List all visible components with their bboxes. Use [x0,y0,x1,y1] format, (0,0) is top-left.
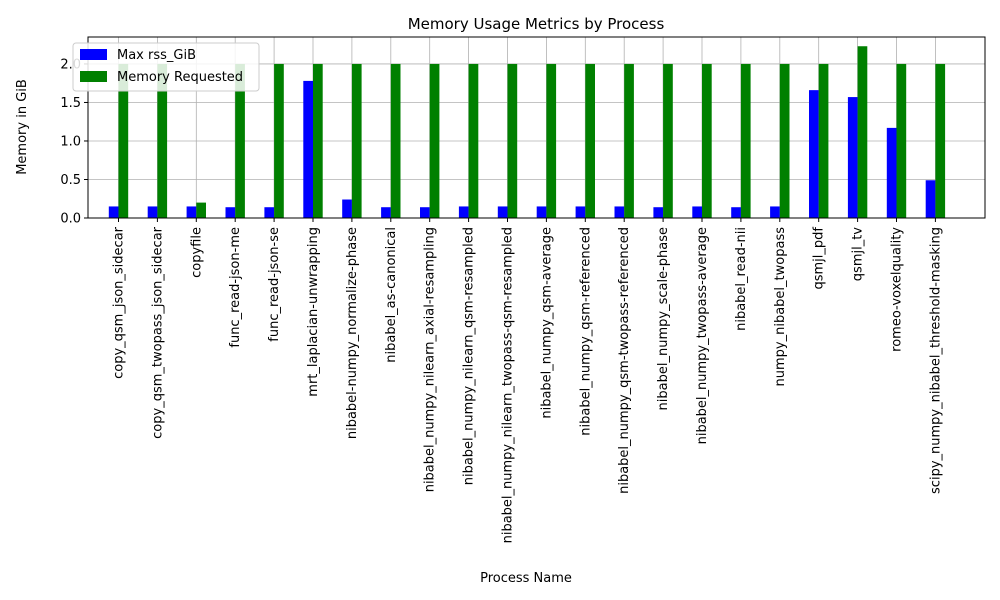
bar-max-rss [225,207,236,218]
bar-memory-requested [585,63,595,219]
bar-memory-requested [390,63,401,219]
bars [108,46,946,219]
legend-box [72,42,260,92]
chart-title: Memory Usage Metrics by Process [408,15,665,33]
bar-max-rss [692,206,702,218]
bar-memory-requested [118,63,129,219]
x-axis-label: Process Name [480,571,572,586]
bar-max-rss [342,199,352,218]
bar-memory-requested [896,63,907,219]
y-tick-label: 0.5 [60,173,81,188]
x-tick-label: func_read-json-se [267,227,282,342]
bar-memory-requested [507,63,518,219]
x-axis: copy_qsm_json_sidecar copy_qsm_twopass_js… [112,218,943,543]
x-tick-label: nibabel-numpy_normalize-phase [345,227,360,439]
bar-memory-requested [429,63,440,219]
bar-max-rss [497,206,508,218]
bar-max-rss [536,206,547,218]
legend-label-memory-requested: Memory Requested [117,70,243,85]
bar-memory-requested [235,63,245,219]
bar-max-rss [420,207,430,218]
x-tick-label: nibabel_numpy_nilearn_twopass-qsm-resamp… [501,227,516,543]
bar-memory-requested [779,63,790,219]
bar-max-rss [886,127,897,218]
y-tick-label: 1.5 [60,96,81,111]
legend-label-max-rss: Max rss_GiB [117,48,196,63]
bar-max-rss [303,80,313,218]
bar-max-rss [731,207,741,218]
x-tick-label: nibabel_numpy_twopass-average [695,227,710,444]
bar-memory-requested [663,63,673,219]
bar-memory-requested [624,63,634,219]
bar-memory-requested [468,63,479,219]
legend: Max rss_GiB Memory Requested [72,42,260,92]
bar-max-rss [108,206,119,218]
bar-memory-requested [313,63,323,219]
bar-memory-requested [546,63,557,219]
x-tick-label: qsmjl_tv [851,227,866,282]
bar-max-rss [847,97,858,218]
bar-memory-requested [740,63,751,219]
x-tick-label: copy_qsm_json_sidecar [112,226,127,379]
x-tick-label: qsmjl_pdf [812,227,827,290]
bar-memory-requested [157,63,168,219]
x-tick-label: nibabel_numpy_nilearn_qsm-resampled [462,227,477,485]
bar-max-rss [809,90,819,218]
legend-swatch-max-rss [80,49,107,60]
x-tick-label: nibabel_numpy_qsm-referenced [578,227,593,436]
bar-memory-requested [274,63,284,219]
bar-max-rss [575,206,586,218]
x-tick-label: nibabel_numpy_qsm-average [539,227,554,419]
y-axis-label: Memory in GiB [15,79,30,175]
bar-memory-requested [702,63,712,219]
bar-max-rss [381,207,391,218]
plot-frame [87,36,986,219]
legend-swatch-memory-requested [80,71,107,82]
x-tick-label: mrt_laplacian-unwrapping [306,227,321,397]
x-tick-label: romeo-voxelquality [890,227,905,352]
x-tick-label: nibabel_read-nii [734,227,749,331]
y-tick-label: 1.0 [60,134,81,149]
bar-memory-requested [818,63,829,219]
x-tick-label: nibabel_as-canonical [384,227,399,363]
x-tick-label: copyfile [189,227,204,278]
x-tick-label: numpy_nibabel_twopass [773,227,788,387]
bar-memory-requested [857,46,868,218]
x-tick-label: nibabel_numpy_qsm-twopass-referenced [617,227,632,494]
bar-max-rss [186,206,197,218]
bar-memory-requested [196,202,206,218]
bar-max-rss [264,207,275,218]
y-tick-label: 0.0 [60,212,81,227]
bar-max-rss [458,206,469,218]
bar-max-rss [770,206,780,218]
bar-max-rss [925,180,936,218]
x-tick-label: nibabel_numpy_scale-phase [656,227,671,410]
bar-memory-requested [351,63,362,219]
x-tick-label: scipy_numpy_nibabel_threshold-masking [928,227,943,494]
bar-max-rss [653,207,664,218]
x-tick-label: func_read-json-me [228,227,243,348]
bar-max-rss [147,206,158,218]
x-tick-label: copy_qsm_twopass_json_sidecar [150,226,165,439]
bar-max-rss [614,206,625,218]
x-tick-label: nibabel_numpy_nilearn_axial-resampling [423,227,438,492]
bar-memory-requested [935,63,946,219]
